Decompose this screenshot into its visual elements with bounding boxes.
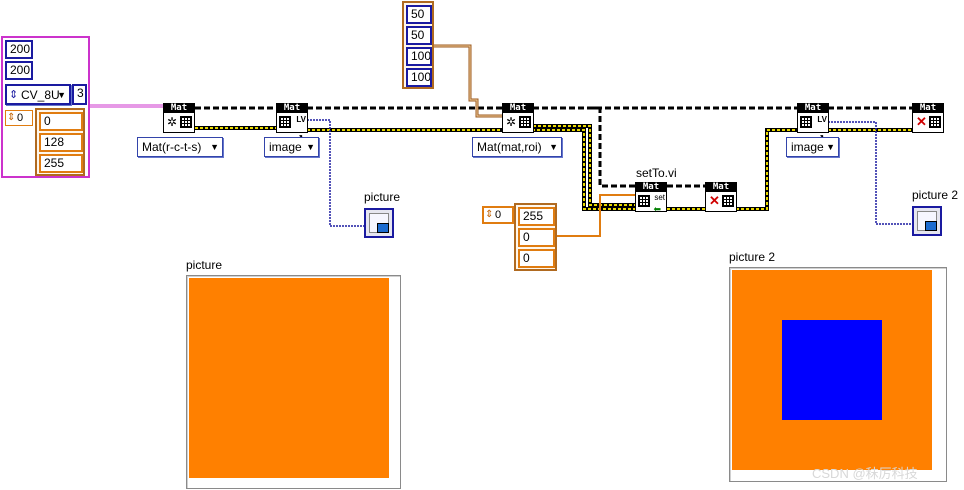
picture-icon-accent [377, 223, 389, 233]
close-icon: ✕ [916, 114, 927, 129]
setto-array-index[interactable]: 0 [482, 206, 514, 224]
setto-array-frame[interactable]: 255 0 0 [514, 203, 557, 271]
setto-node[interactable]: Mat set ⬅ [635, 182, 667, 214]
rows-constant[interactable]: 200 [5, 40, 33, 59]
setto-value-1[interactable]: 0 [518, 228, 555, 247]
set-icon: set [654, 193, 665, 202]
scalar-value-1[interactable]: 128 [39, 133, 83, 152]
constructor-icon: ✲ [167, 115, 178, 129]
image-ring-2[interactable]: image [786, 137, 839, 157]
scalar-array-frame: 0 128 255 [35, 108, 85, 176]
constructor-icon: ✲ [506, 115, 517, 129]
roi-value-2[interactable]: 100 [406, 47, 432, 66]
image-ring-1[interactable]: image [264, 137, 319, 157]
mat-to-image-node-2[interactable]: Mat LV↗ [797, 103, 829, 142]
orange-image [189, 278, 389, 478]
picture-terminal[interactable] [364, 208, 394, 238]
mat-ref-wire [195, 106, 912, 188]
close-icon: ✕ [709, 193, 720, 208]
scalar-array-index[interactable]: 0 [5, 110, 33, 126]
node-header: Mat [163, 103, 195, 113]
create-params-cluster[interactable]: 200 200 CV_8U 3 0 0 128 255 [1, 36, 90, 178]
mat-to-image-node[interactable]: Mat LV↗ [276, 103, 308, 142]
cols-constant[interactable]: 200 [5, 61, 33, 80]
matrix-icon [519, 116, 531, 128]
node-header: Mat [635, 182, 667, 192]
setto-value-0[interactable]: 255 [518, 207, 555, 226]
scalar-value-0[interactable]: 0 [39, 112, 83, 131]
constructor-ring[interactable]: Mat(r-c-t-s) [137, 137, 223, 157]
mat-create-node[interactable]: Mat ✲ [163, 103, 195, 133]
picture2-indicator-label: picture 2 [729, 250, 776, 264]
roi-array-constant[interactable]: 50 50 100 100 [402, 1, 434, 89]
type-ring[interactable]: CV_8U [5, 84, 71, 105]
picture2-terminal[interactable] [912, 206, 942, 236]
watermark: CSDN @秣厉科技 [812, 466, 918, 481]
scalar-wire [556, 194, 635, 237]
matrix-icon [800, 116, 812, 128]
node-header: Mat [276, 103, 308, 113]
image-wire [195, 124, 912, 211]
arrow-icon: ⬅ [653, 204, 661, 214]
picture-indicator[interactable] [186, 275, 401, 489]
scalar-value-2[interactable]: 255 [39, 154, 83, 173]
node-header: Mat [912, 103, 944, 113]
roi-wire [433, 44, 502, 118]
roi-value-0[interactable]: 50 [406, 5, 432, 24]
setto-value-2[interactable]: 0 [518, 249, 555, 268]
mat-release-node-2[interactable]: Mat ✕ [912, 103, 944, 133]
mat-roi-node[interactable]: Mat ✲ [502, 103, 534, 133]
picture-wire [307, 119, 912, 227]
picture-icon-accent [925, 221, 937, 231]
matrix-icon [638, 195, 650, 207]
matrix-icon [180, 116, 192, 128]
mat-release-node-1[interactable]: Mat ✕ [705, 182, 737, 212]
roi-constructor-ring[interactable]: Mat(mat,roi) [472, 137, 562, 157]
node-header: Mat [705, 182, 737, 192]
channels-constant[interactable]: 3 [72, 84, 87, 105]
roi-value-3[interactable]: 100 [406, 68, 432, 87]
picture2-indicator[interactable] [729, 267, 947, 482]
blue-roi-rect [782, 320, 882, 420]
picture-terminal-label: picture [364, 190, 401, 204]
matrix-icon [279, 116, 291, 128]
roi-value-1[interactable]: 50 [406, 26, 432, 45]
picture2-terminal-label: picture 2 [912, 188, 959, 202]
matrix-icon [722, 195, 734, 207]
node-header: Mat [502, 103, 534, 113]
node-header: Mat [797, 103, 829, 113]
setto-label: setTo.vi [636, 166, 677, 180]
matrix-icon [929, 116, 941, 128]
picture-indicator-label: picture [186, 258, 223, 272]
